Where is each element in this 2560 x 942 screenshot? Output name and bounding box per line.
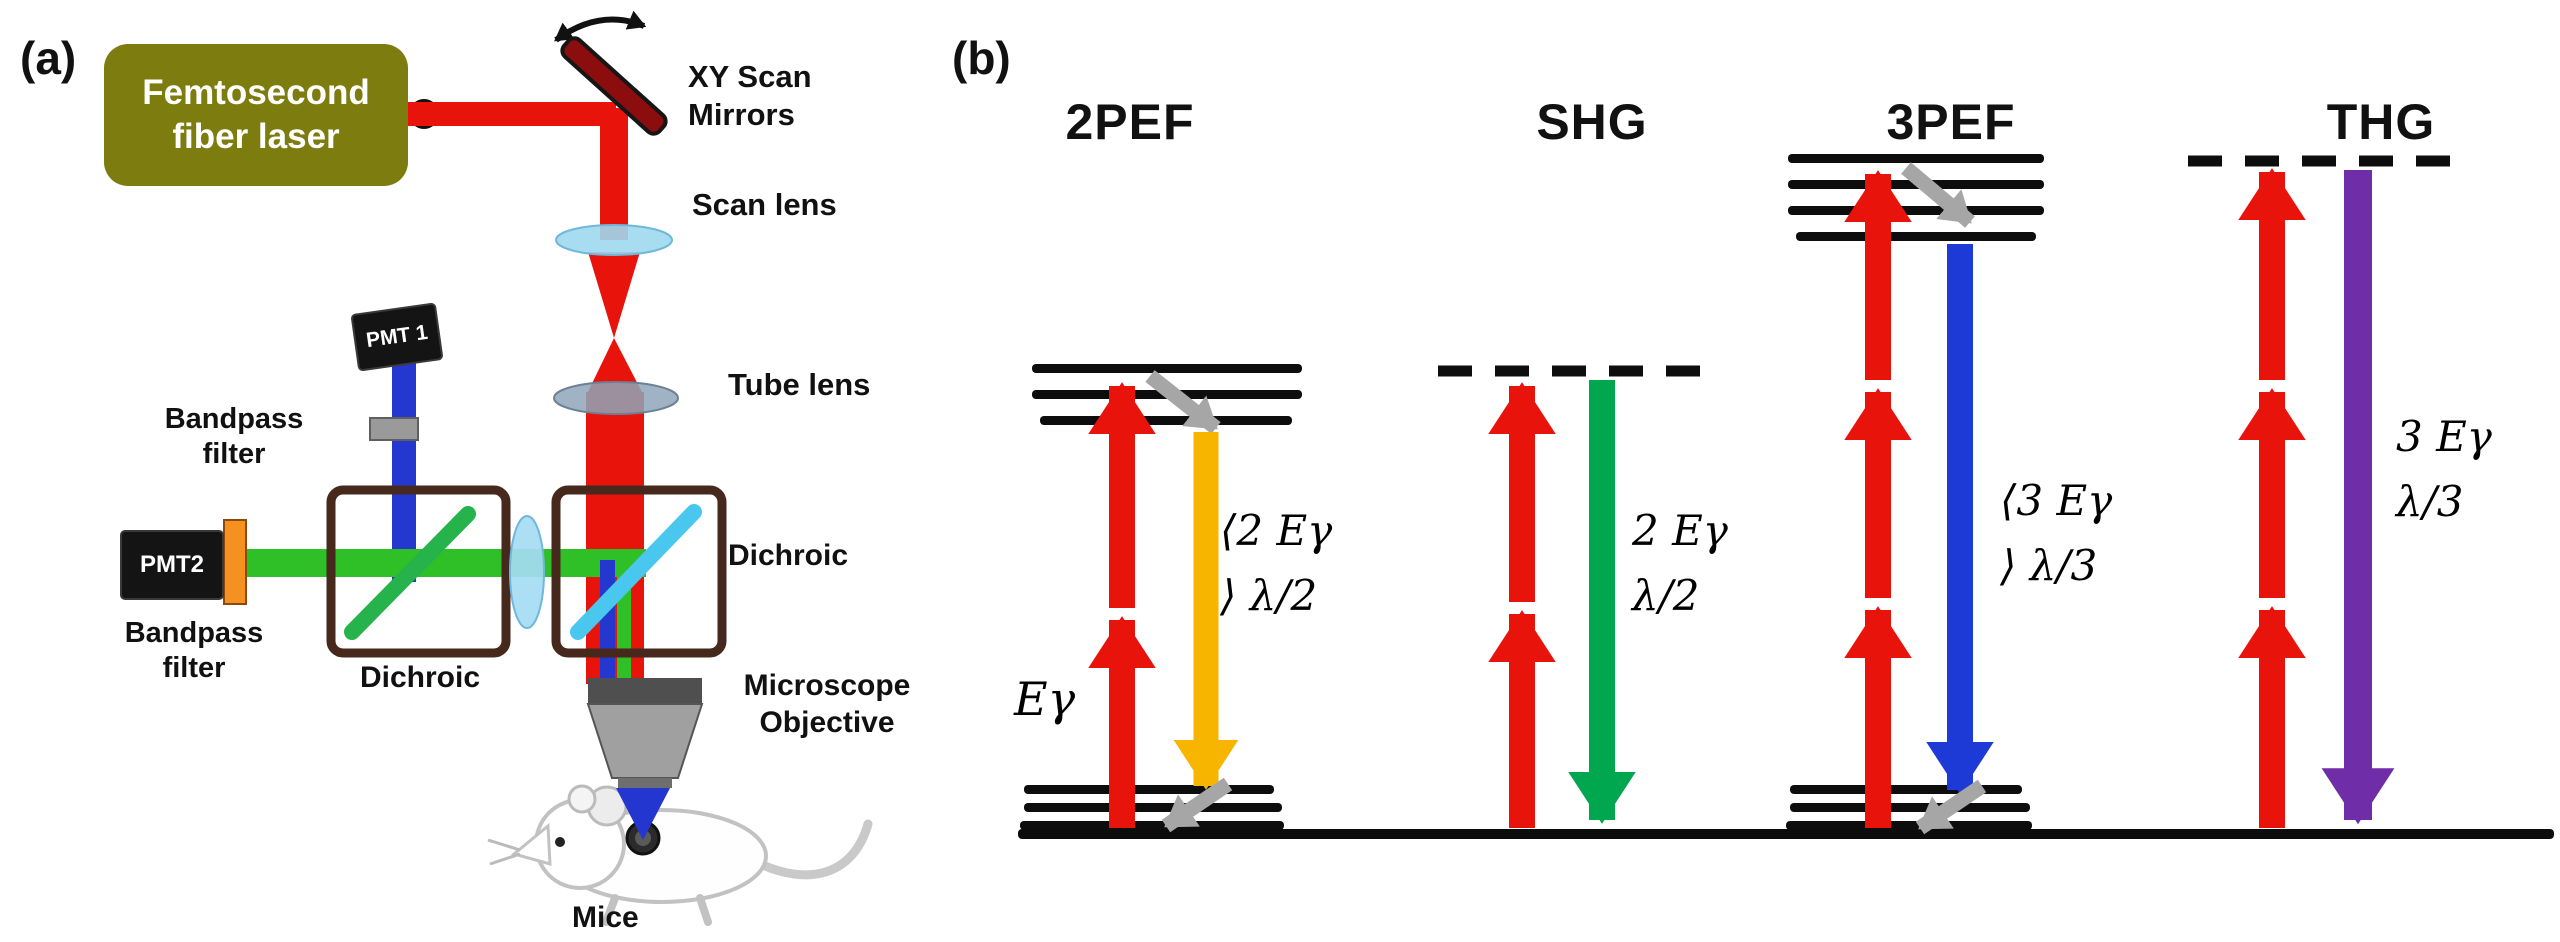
laser-label: Femtosecond fiber laser bbox=[142, 73, 370, 156]
bandpass-filter-top bbox=[369, 417, 419, 441]
emission-label-thg: 3 Eγ λ/3 bbox=[2396, 404, 2492, 534]
emission-label-3pef-line1: ⟨3 Eγ bbox=[2000, 476, 2113, 525]
diagram-title-2pef: 2PEF bbox=[1065, 94, 1195, 150]
emission-label-3pef-line2: ⟩ λ/3 bbox=[2000, 541, 2098, 591]
mice-label: Mice bbox=[572, 901, 639, 934]
excitation-beam bbox=[408, 99, 644, 684]
mouse-illustration bbox=[487, 784, 873, 926]
mouse-tail bbox=[751, 819, 873, 880]
bandpass-filter-top-label: Bandpass filter bbox=[164, 403, 304, 471]
emission-label-2pef-line1: ⟨2 Eγ bbox=[1220, 506, 1333, 555]
dichroic-left-label: Dichroic bbox=[360, 661, 481, 694]
mouse-snout bbox=[510, 822, 552, 867]
scan-lens bbox=[555, 224, 673, 256]
panel-b-label: (b) bbox=[952, 32, 1011, 84]
relaxation-arrow bbox=[1161, 777, 1233, 833]
panel-b-energy-diagrams bbox=[1018, 154, 2554, 839]
relaxation-arrow bbox=[1145, 370, 1221, 434]
tube-lens bbox=[553, 381, 679, 415]
scan-lens-label: Scan lens bbox=[692, 187, 837, 222]
diagram-title-3pef: 3PEF bbox=[1886, 94, 2016, 150]
panel-a-label: (a) bbox=[20, 32, 77, 84]
emission-label-2pef: ⟨2 Eγ ⟩ λ/2 bbox=[1220, 498, 1332, 628]
diagram-3pef bbox=[1786, 154, 2044, 835]
diagram-title-shg: SHG bbox=[1536, 94, 1648, 150]
tube-lens-label: Tube lens bbox=[728, 367, 871, 402]
photon-energy-label: Eγ bbox=[1014, 672, 1076, 726]
dichroic-mirror-right bbox=[570, 504, 702, 640]
bandpass-filter-left-label: Bandpass filter bbox=[124, 617, 264, 685]
ground-baseline bbox=[1018, 829, 2554, 839]
mirror-rotation-arrow-icon bbox=[554, 10, 647, 43]
diagram-thg bbox=[2188, 155, 2466, 828]
dichroic-box-left bbox=[326, 485, 511, 658]
xy-scan-mirror bbox=[560, 36, 668, 136]
emission-label-thg-line1: 3 Eγ bbox=[2396, 412, 2492, 461]
emission-label-shg-line2: λ/2 bbox=[1632, 571, 1700, 621]
mouse-eye bbox=[555, 837, 565, 847]
pmt2-box: PMT2 bbox=[120, 530, 224, 600]
relaxation-arrow bbox=[1915, 779, 1987, 835]
dichroic-right-label: Dichroic bbox=[728, 539, 849, 572]
dichroic-mirror-left bbox=[344, 506, 476, 640]
pmt1-label: PMT 1 bbox=[364, 320, 430, 353]
pmt1-box: PMT 1 bbox=[350, 302, 444, 372]
diagram-2pef bbox=[1020, 364, 1302, 833]
emission-label-shg-line1: 2 Eγ bbox=[1632, 506, 1728, 555]
panel-a-setup bbox=[223, 10, 873, 926]
laser-box: Femtosecond fiber laser bbox=[104, 44, 408, 186]
dichroic-box-right bbox=[551, 485, 727, 658]
emission-label-thg-line2: λ/3 bbox=[2396, 477, 2464, 527]
microscope-objective-label: Microscope Objective bbox=[743, 669, 911, 739]
focused-beam-cone bbox=[616, 788, 670, 840]
diagram-title-thg: THG bbox=[2326, 94, 2436, 150]
relaxation-arrow bbox=[1901, 162, 1975, 228]
collection-lens bbox=[509, 515, 545, 629]
xy-scan-mirrors-label: XY Scan Mirrors bbox=[688, 59, 812, 132]
emission-label-2pef-line2: ⟩ λ/2 bbox=[1220, 571, 1318, 621]
bandpass-filter-left bbox=[223, 519, 247, 605]
mouse-ear-2 bbox=[567, 784, 597, 814]
pmt2-label: PMT2 bbox=[139, 551, 204, 578]
diagram-shg bbox=[1438, 365, 1718, 828]
emission-label-shg: 2 Eγ λ/2 bbox=[1632, 498, 1728, 628]
microscope-objective bbox=[586, 678, 704, 788]
emission-label-3pef: ⟨3 Eγ ⟩ λ/3 bbox=[2000, 468, 2112, 598]
